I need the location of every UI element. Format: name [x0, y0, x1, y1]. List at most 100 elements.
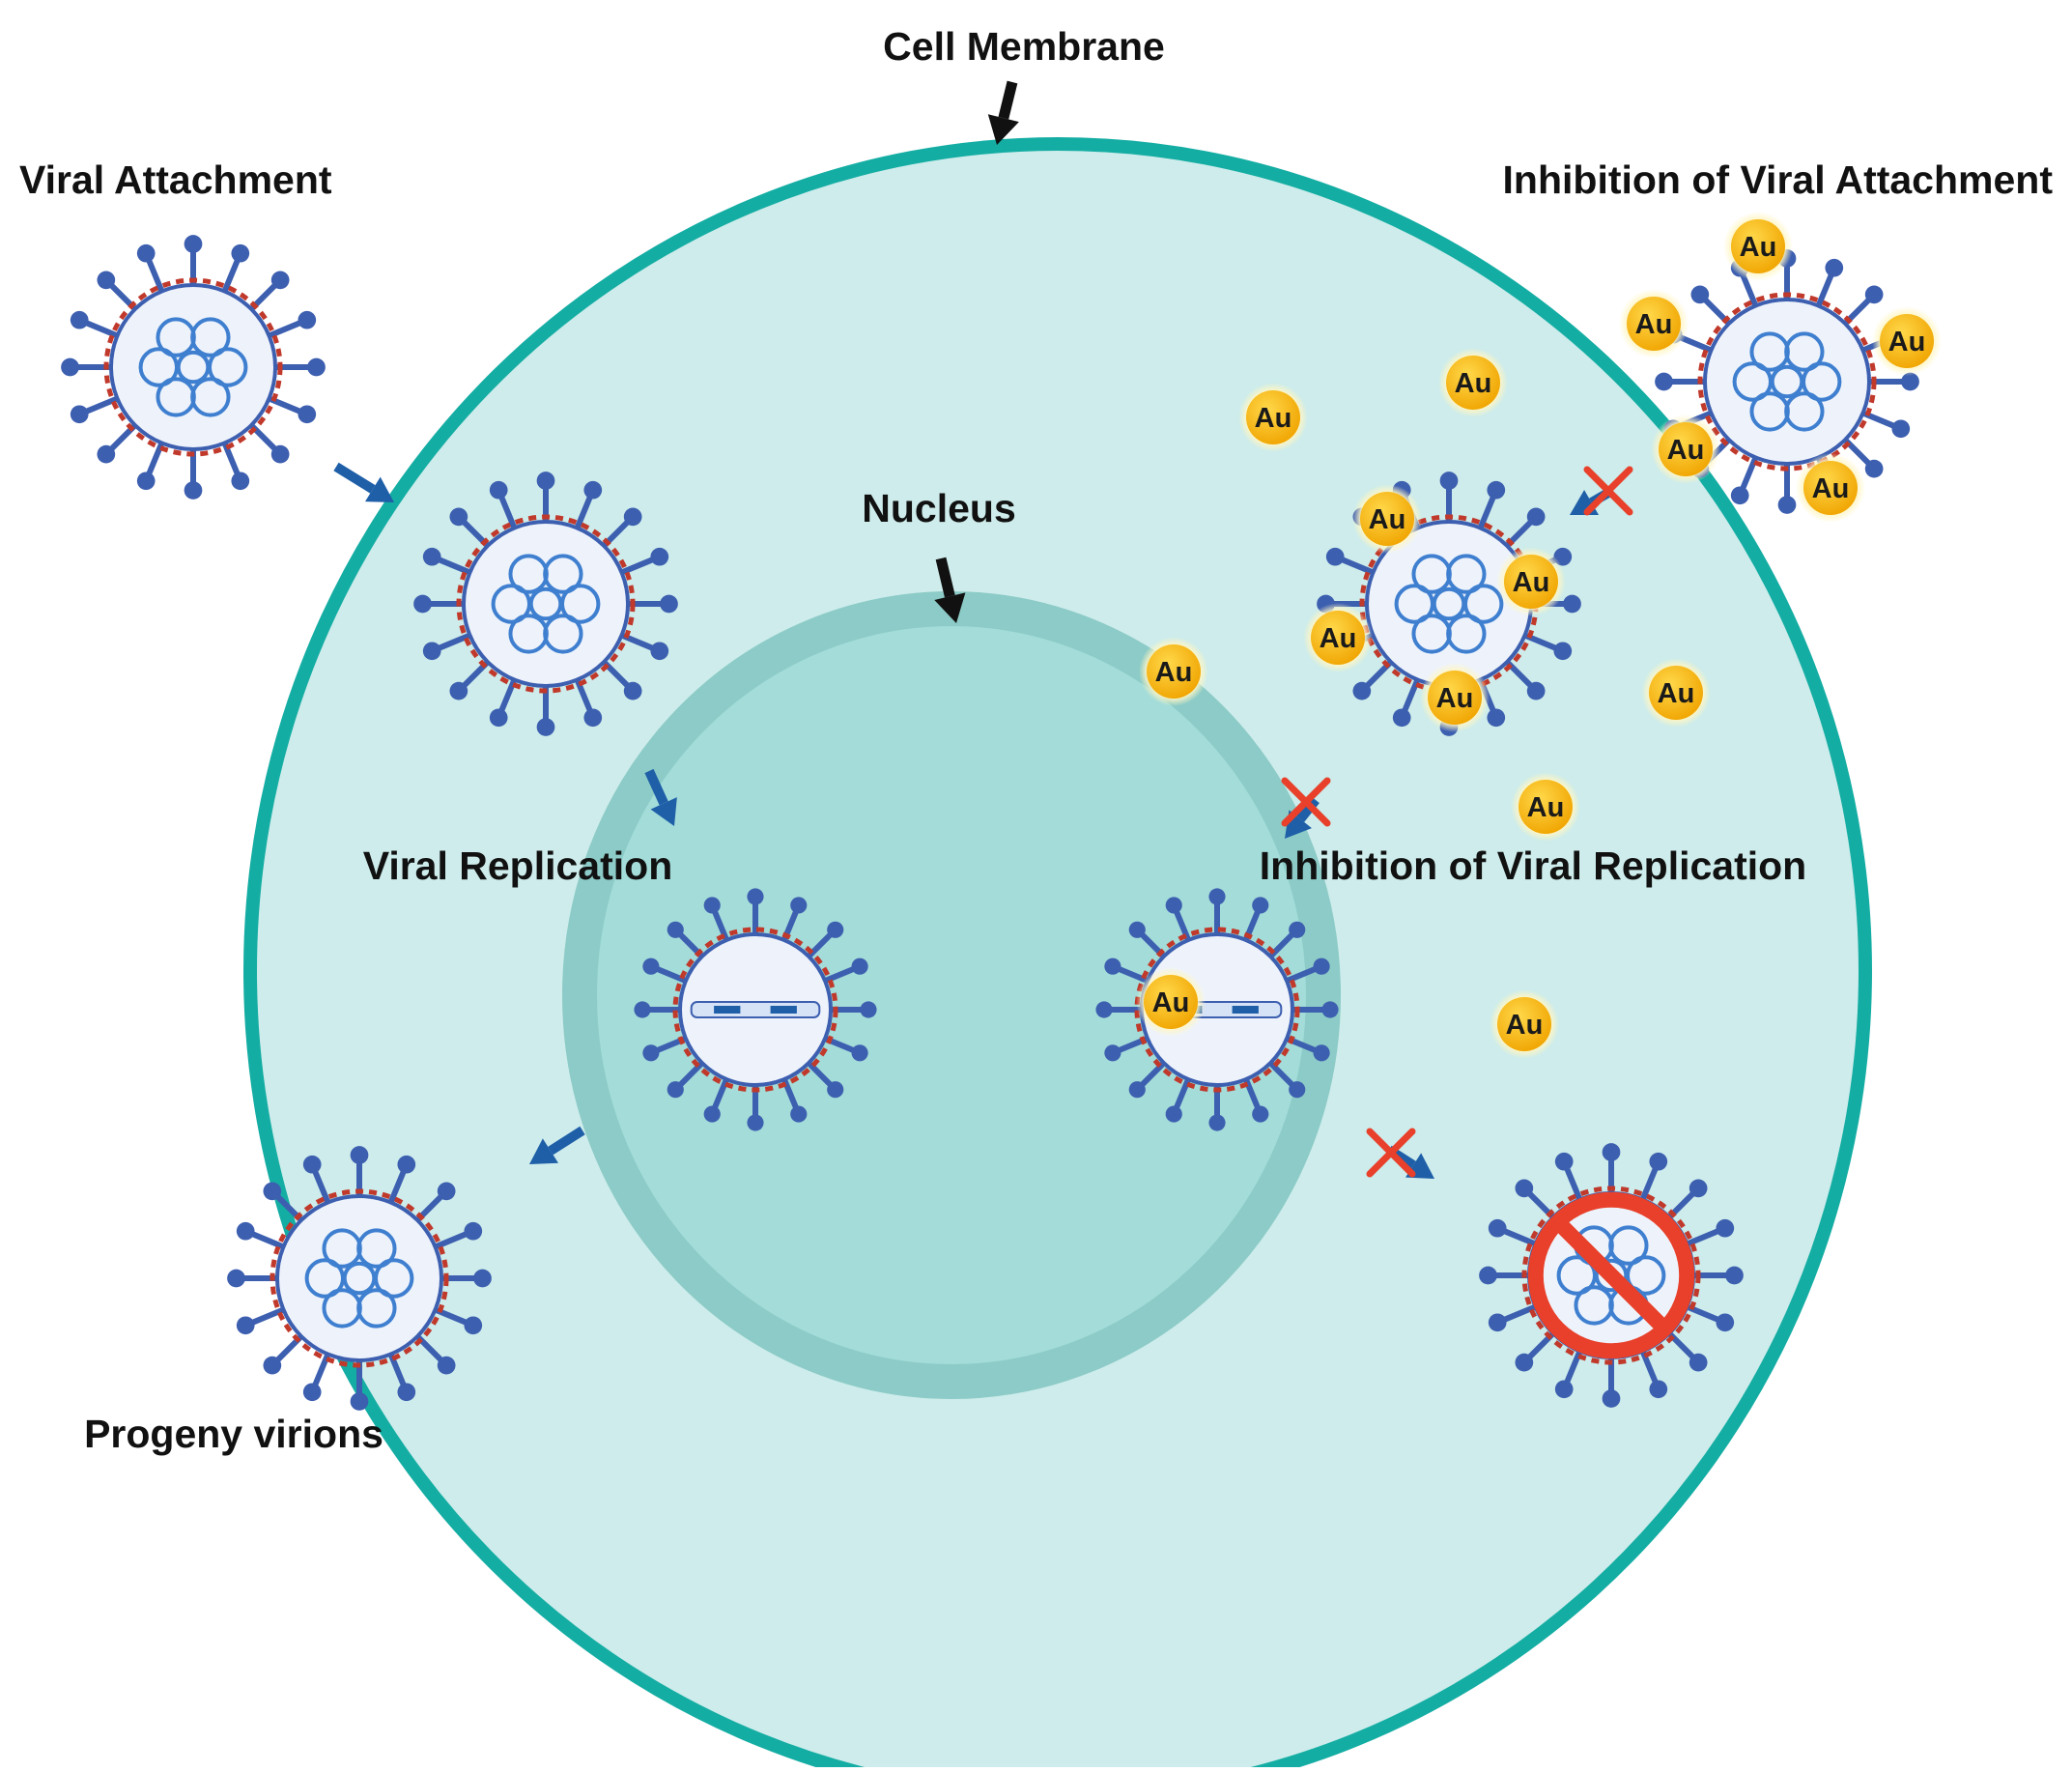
- virus-spike-head: [851, 1044, 868, 1062]
- virus-spike-head: [1891, 419, 1911, 439]
- gold-label: Au: [1436, 683, 1474, 714]
- label-viral-replication: Viral Replication: [363, 843, 673, 888]
- virus-spike: [266, 319, 304, 339]
- viral-rna-loop: [508, 614, 549, 654]
- virus-spike-head: [70, 405, 89, 424]
- viral-rna-loop: [543, 554, 583, 594]
- virus-spike-head: [1208, 888, 1226, 905]
- gold-sphere: [1519, 780, 1573, 834]
- virus-spike: [311, 1167, 331, 1206]
- virus-spike-head: [1165, 1105, 1182, 1123]
- virus-spike-head: [263, 1182, 282, 1201]
- virus-spike-head: [583, 708, 603, 728]
- virus-spike-head: [1602, 1389, 1621, 1408]
- virus-spike-head: [184, 481, 203, 500]
- virus-spike-head: [1439, 472, 1459, 490]
- virus-spike-head: [70, 310, 89, 329]
- virus-spike: [248, 1230, 287, 1250]
- virus-spike: [311, 1351, 331, 1389]
- virus-spike-head: [236, 1221, 255, 1241]
- viral-rna-loop: [1411, 614, 1452, 654]
- arrow-shaft: [1296, 796, 1320, 822]
- virus-spike-head: [703, 897, 721, 914]
- virus-envelope: [672, 927, 838, 1093]
- virus-spike-head: [489, 480, 508, 500]
- gold-label: Au: [1369, 504, 1406, 535]
- virus-gold-coated-inside: [1317, 472, 1581, 736]
- virus-spike-head: [298, 405, 317, 424]
- virus-spike-head: [1313, 957, 1330, 975]
- gold-nanoparticle: Au: [1641, 658, 1711, 728]
- virus-capsid: [1703, 298, 1871, 466]
- label-viral-attachment: Viral Attachment: [19, 157, 332, 202]
- virus-spike-head: [1864, 459, 1884, 478]
- virus-spike: [1684, 1227, 1722, 1247]
- virus-spike-head: [1289, 1081, 1306, 1099]
- virus-spike-head: [97, 271, 116, 290]
- virus-spike-head: [449, 681, 468, 700]
- virus-spike-head: [1321, 1001, 1339, 1018]
- virus-spike: [1401, 676, 1421, 715]
- virus-spike-head: [1104, 957, 1121, 975]
- virus-spike: [1284, 965, 1320, 985]
- gold-sphere: [1627, 297, 1681, 351]
- label-cell-membrane: Cell Membrane: [883, 24, 1165, 69]
- virus-capsid: [275, 1194, 443, 1362]
- gold-label: Au: [1152, 987, 1190, 1018]
- virus-spike-head: [642, 957, 660, 975]
- virus-spike-head: [1716, 1218, 1735, 1238]
- virus-spike-head: [227, 1269, 245, 1288]
- virus-spike-head: [623, 507, 642, 527]
- label-nucleus: Nucleus: [862, 486, 1016, 530]
- virus-spike-head: [1554, 1380, 1574, 1399]
- virus-spike-head: [650, 642, 669, 661]
- virus-spike-head: [449, 507, 468, 527]
- virus-spike-head: [1689, 1353, 1708, 1372]
- virus-spike-head: [650, 547, 669, 566]
- arrow-shaft: [333, 462, 376, 494]
- virus-spike-head: [747, 1114, 764, 1131]
- viral-rna-core: [1594, 1258, 1629, 1293]
- gold-label: Au: [1506, 1010, 1544, 1041]
- virus-spike-head: [473, 1269, 492, 1288]
- arrow-cell-membrane: [987, 80, 1019, 145]
- virus-spike: [676, 1060, 705, 1089]
- virus-spike: [1563, 1348, 1583, 1386]
- virus-entering: [413, 472, 678, 736]
- virus-spike: [248, 1306, 287, 1327]
- gold-label: Au: [1635, 309, 1673, 340]
- virus-spike-head: [1730, 486, 1749, 505]
- gold-nanoparticle: Au: [1136, 967, 1206, 1037]
- virus-spike: [1477, 493, 1497, 531]
- gold-sphere: [1428, 671, 1482, 725]
- virus-spike-head: [1095, 1001, 1113, 1018]
- virus-spike-head: [1488, 1218, 1507, 1238]
- virus-spike: [1739, 454, 1759, 493]
- virus-blocked: [1479, 1143, 1744, 1408]
- virus-spike-head: [1515, 1179, 1534, 1198]
- virus-spike: [435, 556, 473, 576]
- gold-label: Au: [1667, 435, 1705, 466]
- virus-spike: [1815, 271, 1835, 309]
- gold-sphere: [1659, 422, 1713, 476]
- virus-envelope: [1521, 1186, 1701, 1365]
- viral-rna-loop: [190, 317, 231, 357]
- virus-spike-head: [1104, 1044, 1121, 1062]
- virus-spike-head: [97, 444, 116, 464]
- virus-spike: [497, 676, 518, 715]
- virus-spike: [82, 319, 121, 339]
- virus-spike-head: [1488, 1313, 1507, 1332]
- virus-spike-head: [1553, 642, 1573, 661]
- virus-spike-head: [860, 1001, 877, 1018]
- virus-spike-head: [667, 921, 684, 938]
- gold-nanoparticle: Au: [1490, 989, 1559, 1059]
- virus-spike: [145, 256, 165, 295]
- arrow-head: [364, 476, 394, 502]
- virus-spike-head: [1289, 921, 1306, 938]
- gold-nanoparticle: Au: [1238, 383, 1308, 452]
- prohibition-slash-icon: [1552, 1216, 1670, 1334]
- gold-nanoparticle: Au: [1139, 637, 1208, 706]
- virus-spike-head: [667, 1081, 684, 1099]
